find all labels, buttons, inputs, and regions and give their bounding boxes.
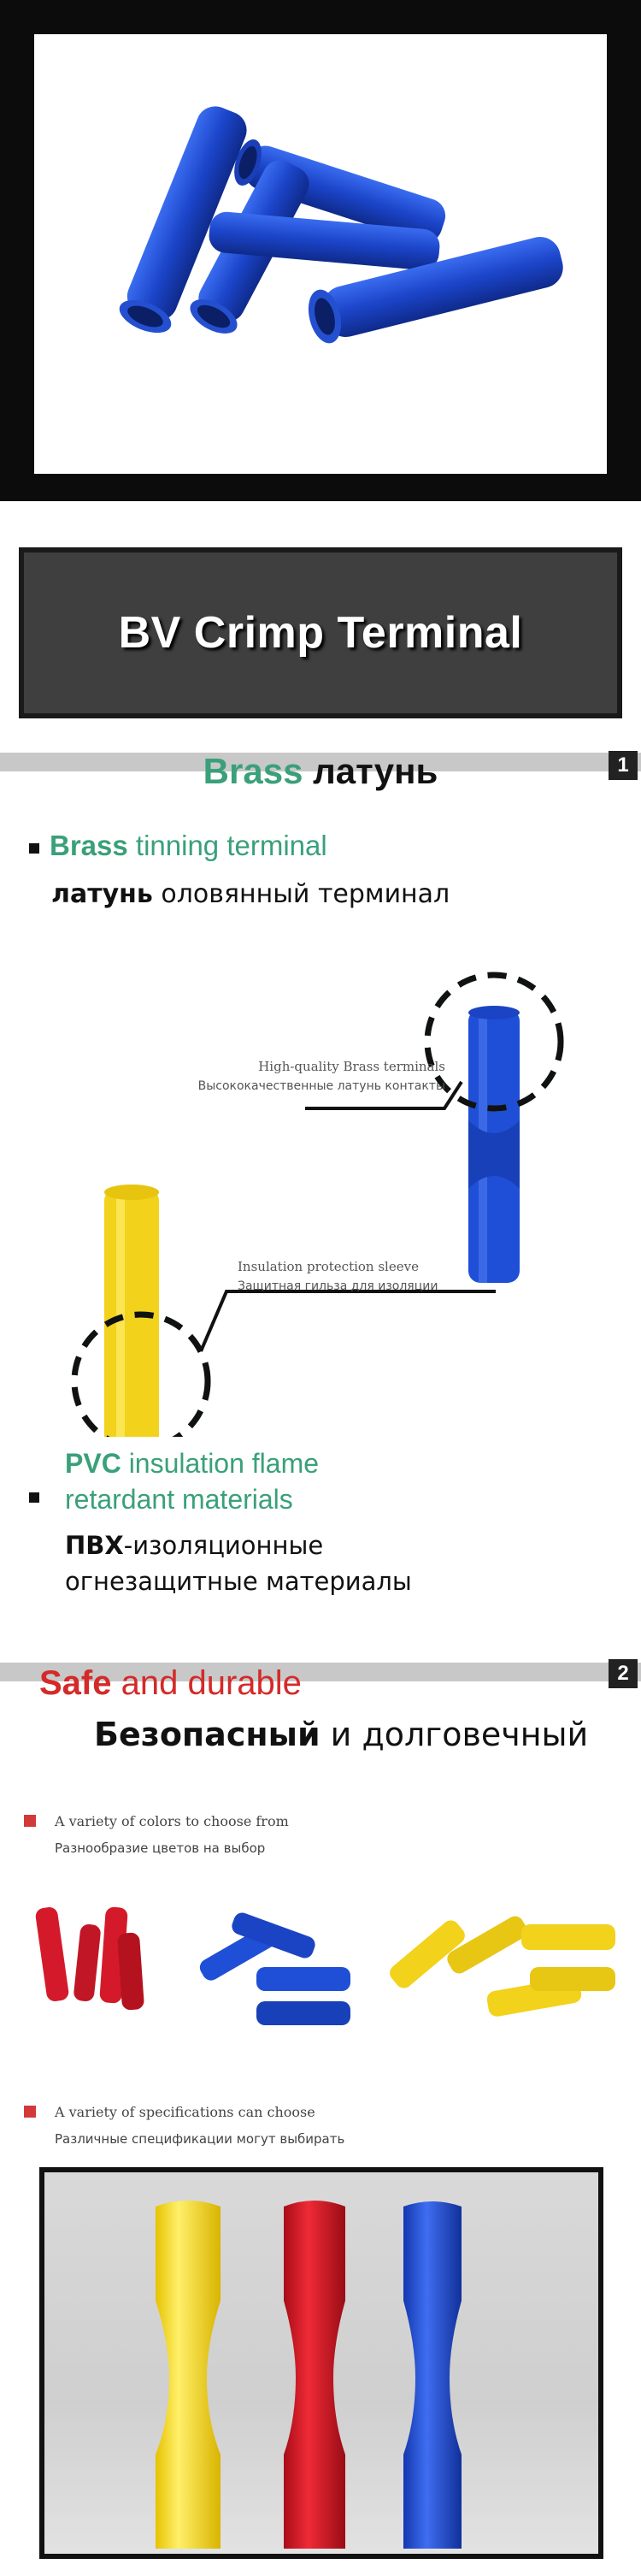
bullet2-en-line2: retardant materials [65,1484,293,1515]
terminal-diagram [71,972,564,1437]
blue-terminals-illustration [119,106,563,344]
title-banner-inner: BV Crimp Terminal [24,552,617,713]
hero-image [34,34,607,474]
red-terminals-icon [35,1906,144,2011]
dashed-circle-top-black [424,972,564,1112]
callout1-en: High-quality Brass terminals [258,1059,445,1074]
callout1-ru: Высококачественные латунь контакты [197,1079,445,1093]
section2-number: 2 [609,1659,638,1688]
section2-header-bar [0,1663,641,1681]
title-banner: BV Crimp Terminal [19,547,622,718]
terminals-photo-frame [39,2167,603,2559]
section2-heading-ru-bold: Безопасный [94,1716,320,1753]
yellow-terminals-icon [390,1916,615,2017]
bullet2-ru-line2: огнезащитные материалы [65,1567,412,1596]
bullet2-en: PVC insulation flame retardant materials [65,1445,319,1517]
section2-heading-ru: Безопасный и долговечный [94,1716,588,1753]
yellow-terminal-icon [104,1185,159,1437]
bullet-marker-red [24,1815,36,1827]
section1-heading-en: Brass [203,751,303,791]
bullet-marker [29,843,39,854]
callout2-en: Insulation protection sleeve [238,1259,419,1274]
section1-heading: Brass латунь [0,751,641,792]
three-terminals-illustration [156,2201,462,2549]
bullet-marker [29,1492,39,1503]
bullet1-en: Brass tinning terminal [50,830,327,862]
banner-title: BV Crimp Terminal [118,608,523,658]
bullet1-ru: латунь оловянный терминал [51,879,450,909]
color-variants-illustration [35,1906,615,2025]
bullet2-ru-bold: ПВХ [65,1531,124,1560]
bullet2-ru-rest: -изоляционные [123,1531,324,1560]
item2-ru: Различные спецификации могут выбирать [55,2131,345,2147]
section2-heading-en: Safe and durable [39,1664,302,1703]
blue-terminals-small-icon [199,1912,350,2025]
callout2-line [199,1290,496,1352]
blue-terminal-icon [468,1006,520,1283]
section2-heading-en-red: Safe [39,1664,112,1702]
terminals-photo [44,2172,598,2554]
section2-heading-ru-rest: и долговечный [320,1716,589,1753]
bullet-marker-red [24,2106,36,2118]
bullet2-en-green: PVC [65,1448,121,1479]
section2-heading-en-rest: and durable [111,1664,302,1702]
bullet2-en-rest: insulation flame [121,1448,320,1479]
callout2-ru: Защитная гильза для изоляции [238,1279,438,1293]
item2-en: A variety of specifications can choose [55,2104,315,2120]
hero-image-frame [0,0,641,501]
callout1-line [305,1080,463,1110]
item1-ru: Разнообразие цветов на выбор [55,1840,266,1856]
item1-en: A variety of colors to choose from [55,1813,289,1829]
bullet1-en-rest: tinning terminal [127,830,327,861]
section1-header-bar [0,753,641,771]
section1-heading-ru: латунь [313,751,438,791]
bullet1-en-green: Brass [50,830,128,861]
dashed-circle-bottom-black [71,1311,211,1437]
bullet1-ru-rest: оловянный терминал [152,879,450,909]
bullet2-ru: ПВХ-изоляционные огнезащитные материалы [65,1527,412,1599]
section1-number: 1 [609,751,638,780]
bullet1-ru-bold: латунь [51,879,153,909]
